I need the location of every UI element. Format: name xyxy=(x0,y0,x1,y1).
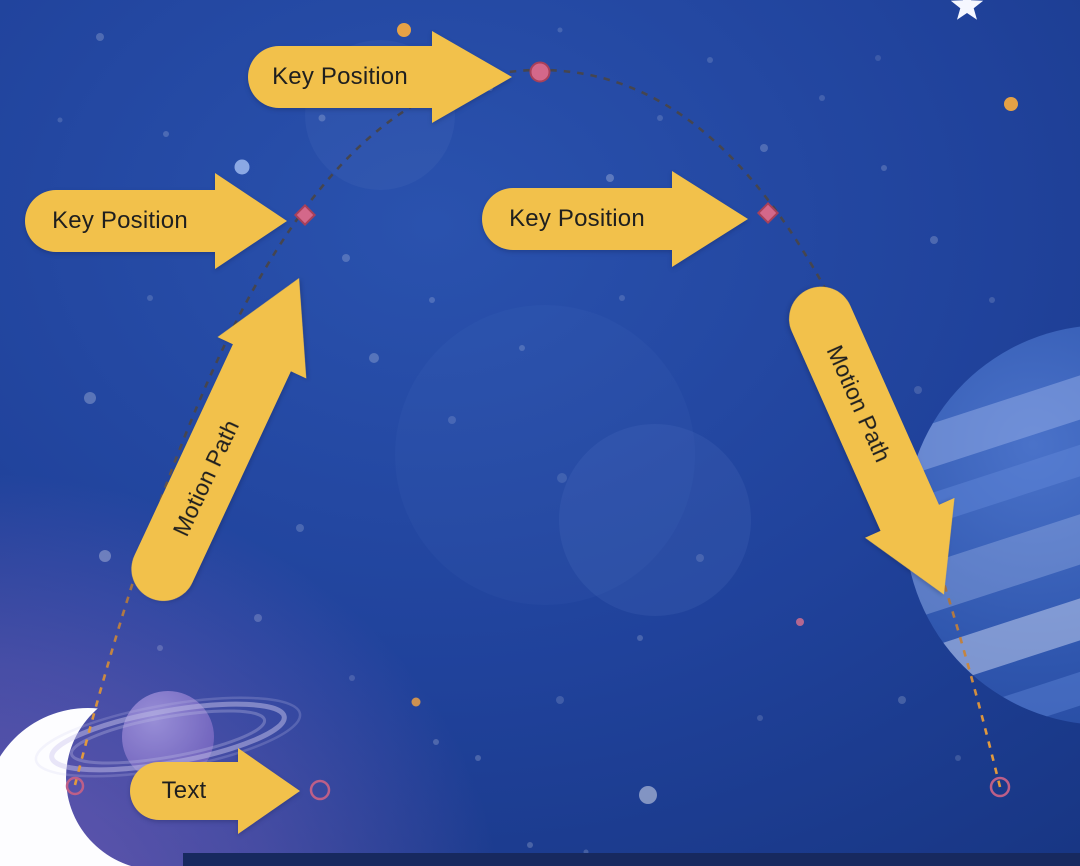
callout-label: Text xyxy=(161,777,207,804)
ringed-planet-illustration xyxy=(34,691,302,783)
callout-arrow-key-position-left[interactable]: Key Position xyxy=(25,173,287,269)
key-position-marker-apex[interactable] xyxy=(529,61,551,83)
callout-arrowhead-icon xyxy=(432,31,512,123)
callout-body: Key Position xyxy=(25,190,215,252)
callout-label: Motion Path xyxy=(822,341,897,466)
callout-arrow-key-position-right[interactable]: Key Position xyxy=(482,171,748,267)
glow-spots xyxy=(305,40,751,616)
callout-arrowhead-icon xyxy=(238,748,300,834)
striped-planet-illustration xyxy=(905,325,1080,725)
callout-label: Motion Path xyxy=(167,415,244,540)
callout-arrow-text[interactable]: Text xyxy=(130,748,300,834)
key-position-marker-right[interactable] xyxy=(756,201,780,225)
star-icon xyxy=(950,0,984,20)
callout-arrowhead-icon xyxy=(215,173,287,269)
callout-body: Text xyxy=(130,762,238,820)
callout-label: Key Position xyxy=(509,205,645,232)
bottom-strip xyxy=(183,853,1080,866)
path-start-ring[interactable] xyxy=(65,776,85,796)
callout-body: Key Position xyxy=(248,46,432,108)
key-position-markers xyxy=(65,61,1011,801)
callout-label: Key Position xyxy=(52,207,188,234)
key-position-marker-left[interactable] xyxy=(293,203,317,227)
callout-label: Key Position xyxy=(272,63,408,90)
callout-body: Key Position xyxy=(482,188,672,250)
callout-arrow-key-position-top[interactable]: Key Position xyxy=(248,31,512,123)
callout-arrowhead-icon xyxy=(672,171,748,267)
text-anchor-ring[interactable] xyxy=(309,779,331,801)
path-end-ring[interactable] xyxy=(989,776,1011,798)
